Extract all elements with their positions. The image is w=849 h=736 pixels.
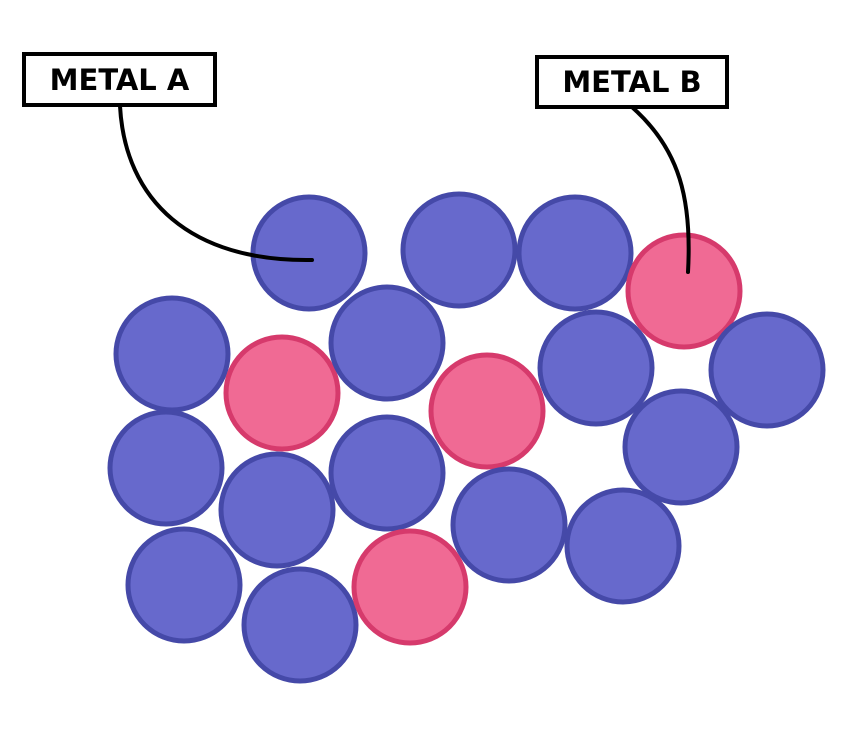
metal-a-atom	[113, 295, 231, 413]
metal-a-atom	[218, 451, 336, 569]
metal-b-leader-line	[631, 106, 691, 274]
metal-b-atom	[223, 334, 341, 452]
metal-a-atom	[250, 194, 368, 312]
metal-a-atom	[328, 284, 446, 402]
metal-a-atom	[241, 566, 359, 684]
metal-a-atom	[537, 309, 655, 427]
metal-a-atom	[107, 409, 225, 527]
metal-b-atom	[625, 232, 743, 350]
metal-a-atom	[516, 194, 634, 312]
metal-b-atom	[428, 352, 546, 470]
metal-a-atom	[125, 526, 243, 644]
metal-a-atom	[450, 466, 568, 584]
metal-a-atom	[708, 311, 826, 429]
metal-a-leader-line	[118, 104, 314, 263]
metal-a-atom	[622, 388, 740, 506]
metal-a-atom	[564, 487, 682, 605]
metal-a-atom	[400, 191, 518, 309]
metal-a-label: METAL A	[22, 52, 217, 107]
metal-b-label: METAL B	[535, 55, 729, 109]
metal-a-atom	[328, 414, 446, 532]
metal-b-atom	[351, 528, 469, 646]
